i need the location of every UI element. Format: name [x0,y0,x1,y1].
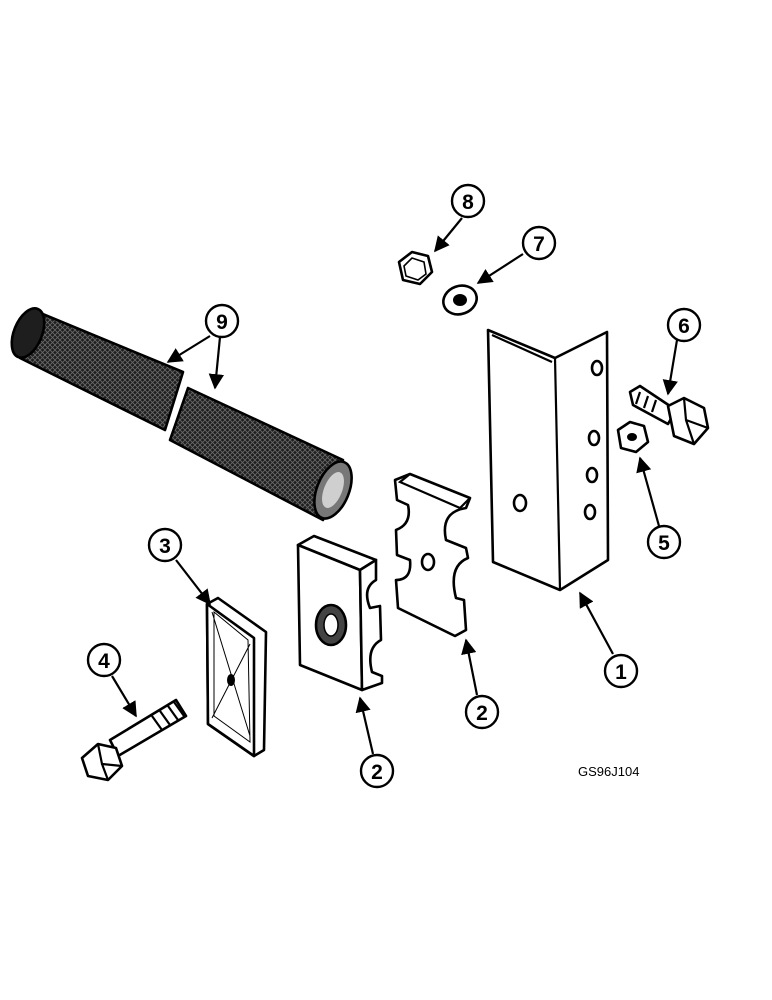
leader-2a [461,638,479,696]
callout-2-rear: 2 [464,694,500,730]
callout-label: 6 [678,315,690,338]
callout-7: 7 [521,225,557,261]
callout-circle [603,653,639,689]
clamp-half-rear [393,472,472,638]
callout-label: 7 [533,233,545,256]
leader-7 [476,253,524,284]
callout-1: 1 [603,653,639,689]
callout-label: 2 [371,761,383,784]
leader-9b [208,336,225,390]
callout-2-front: 2 [359,753,395,789]
callout-label: 5 [658,532,670,555]
callout-label: 1 [615,661,627,684]
hex-bolt-4 [80,698,188,782]
leader-9a [166,335,211,363]
callout-label: 9 [216,311,228,334]
callout-label: 2 [476,702,488,725]
callout-8: 8 [450,183,486,219]
hex-nut-5 [616,420,650,454]
hex-bolt-6 [628,384,710,446]
callout-4: 4 [86,642,122,678]
clamp-half-front [296,534,384,692]
knurled-tube [10,307,353,522]
plate [205,596,268,758]
callout-circle [359,753,395,789]
angle-bracket [486,328,610,592]
callout-label: 8 [462,191,474,214]
leader-lines [111,217,679,755]
callout-5: 5 [646,524,682,560]
callout-circle [450,183,486,219]
leader-6 [662,339,679,396]
leader-8 [434,217,463,253]
callout-circle [521,225,557,261]
callout-circle [666,307,702,343]
leader-4 [111,675,137,718]
leader-2b [355,696,375,755]
callout-label: 4 [98,650,110,673]
leader-5 [636,456,661,527]
callout-circle [86,642,122,678]
figure-code: GS96J104 [578,764,639,779]
callout-6: 6 [666,307,702,343]
callout-label: 3 [159,535,171,558]
callout-3: 3 [147,527,183,563]
leader-3 [175,559,211,606]
hex-nut-8 [397,250,434,286]
callout-circle [464,694,500,730]
callout-circle [204,303,240,339]
callout-circle [147,527,183,563]
washer-7 [442,284,478,316]
callout-9: 9 [204,303,240,339]
leader-1 [579,591,614,655]
callout-circle [646,524,682,560]
